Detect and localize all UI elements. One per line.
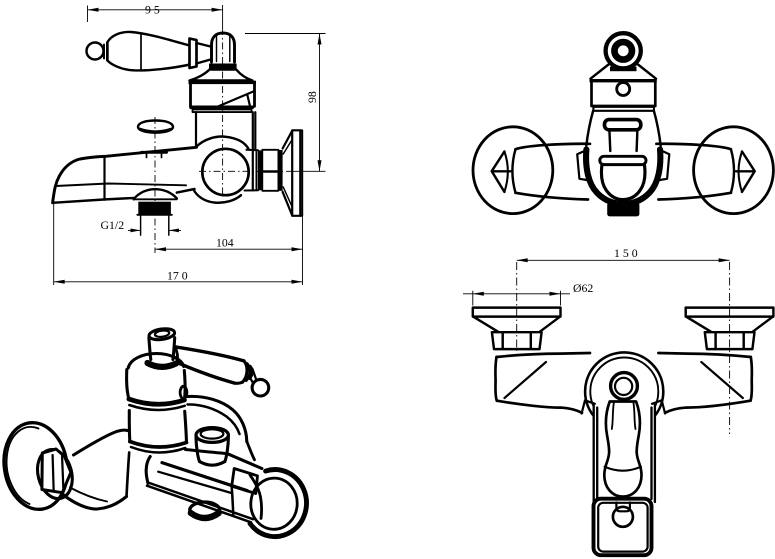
svg-text:Ø62: Ø62 <box>573 281 593 295</box>
svg-text:1 5 0: 1 5 0 <box>614 246 638 260</box>
svg-text:104: 104 <box>216 236 234 250</box>
svg-text:17 0: 17 0 <box>167 269 188 283</box>
svg-text:9 5: 9 5 <box>145 3 160 17</box>
svg-text:G1/2: G1/2 <box>101 218 125 232</box>
svg-text:98: 98 <box>305 91 319 103</box>
